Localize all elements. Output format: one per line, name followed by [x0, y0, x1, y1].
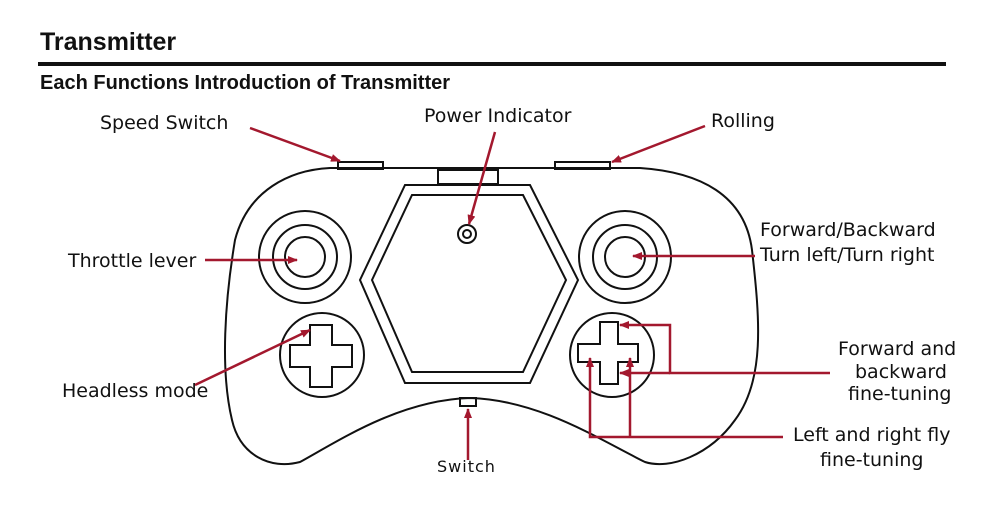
arrow-rolling	[611, 124, 706, 164]
arrow-headless	[194, 328, 311, 387]
right-dpad[interactable]	[569, 312, 655, 398]
label-turn-left-right: Turn left/Turn right	[759, 244, 934, 266]
rolling-button[interactable]	[554, 161, 611, 170]
arrow-lr-fine-left	[586, 357, 783, 439]
page-subtitle: Each Functions Introduction of Transmitt…	[40, 72, 451, 94]
antenna-top	[437, 169, 499, 185]
page-title: Transmitter	[40, 28, 177, 56]
center-panel	[358, 184, 580, 384]
label-speed-switch: Speed Switch	[100, 112, 228, 134]
arrow-fb-fine-up	[619, 321, 830, 375]
label-lr-fine-2: fine-tuning	[820, 449, 923, 471]
title-divider	[38, 62, 946, 66]
label-headless-mode: Headless mode	[62, 380, 208, 402]
label-forward-backward: Forward/Backward	[760, 219, 936, 241]
label-throttle-lever: Throttle lever	[67, 250, 196, 272]
left-joystick[interactable]	[258, 210, 352, 304]
arrow-speed-switch	[249, 126, 341, 163]
arrow-power-indicator	[467, 131, 497, 225]
label-fb-fine-3: fine-tuning	[848, 383, 951, 405]
label-fb-fine-2: backward	[855, 361, 947, 383]
label-fb-fine-1: Forward and	[838, 338, 956, 360]
label-power-indicator: Power Indicator	[424, 105, 572, 127]
power-switch[interactable]	[459, 397, 477, 407]
label-rolling: Rolling	[711, 110, 775, 132]
label-lr-fine-1: Left and right fly	[793, 424, 950, 446]
speed-switch-button[interactable]	[337, 161, 384, 170]
power-indicator-light	[457, 224, 477, 244]
label-switch: Switch	[437, 457, 496, 476]
left-dpad[interactable]	[279, 312, 365, 398]
